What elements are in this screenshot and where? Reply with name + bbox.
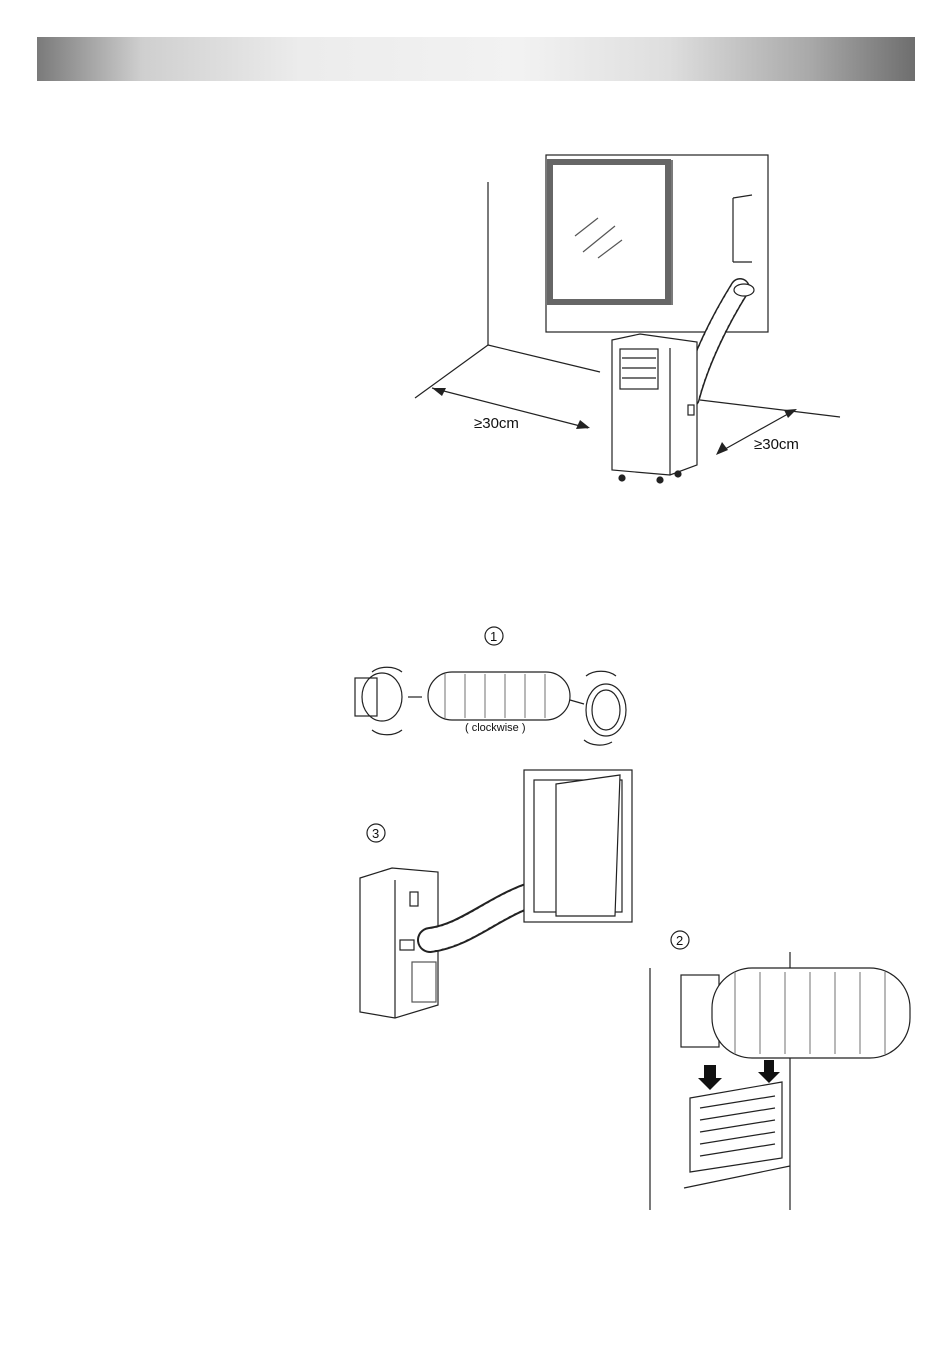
floor-edge-line <box>415 345 488 398</box>
step3-number: 3 <box>372 826 379 841</box>
attached-hose <box>712 968 910 1058</box>
placement-illustration: ≥30cm ≥30cm <box>0 0 950 560</box>
hose-segment <box>428 672 570 720</box>
rotate-arrow-icon <box>372 667 402 672</box>
window-sash <box>556 775 620 916</box>
clockwise-label: ( clockwise ) <box>465 722 526 734</box>
vent-grille <box>690 1082 782 1172</box>
placement-svg: ≥30cm ≥30cm <box>0 0 950 560</box>
clearance-right-label: ≥30cm <box>754 436 799 453</box>
hose-install-svg: 1 3 2 ( clockwise ) <box>0 600 950 1240</box>
clearance-left-label: ≥30cm <box>474 415 519 432</box>
hose-install-illustration: 1 3 2 ( clockwise ) <box>0 600 950 1240</box>
down-arrow-icon <box>698 1065 722 1090</box>
step2-number: 2 <box>676 933 683 948</box>
step1-number: 1 <box>490 629 497 644</box>
